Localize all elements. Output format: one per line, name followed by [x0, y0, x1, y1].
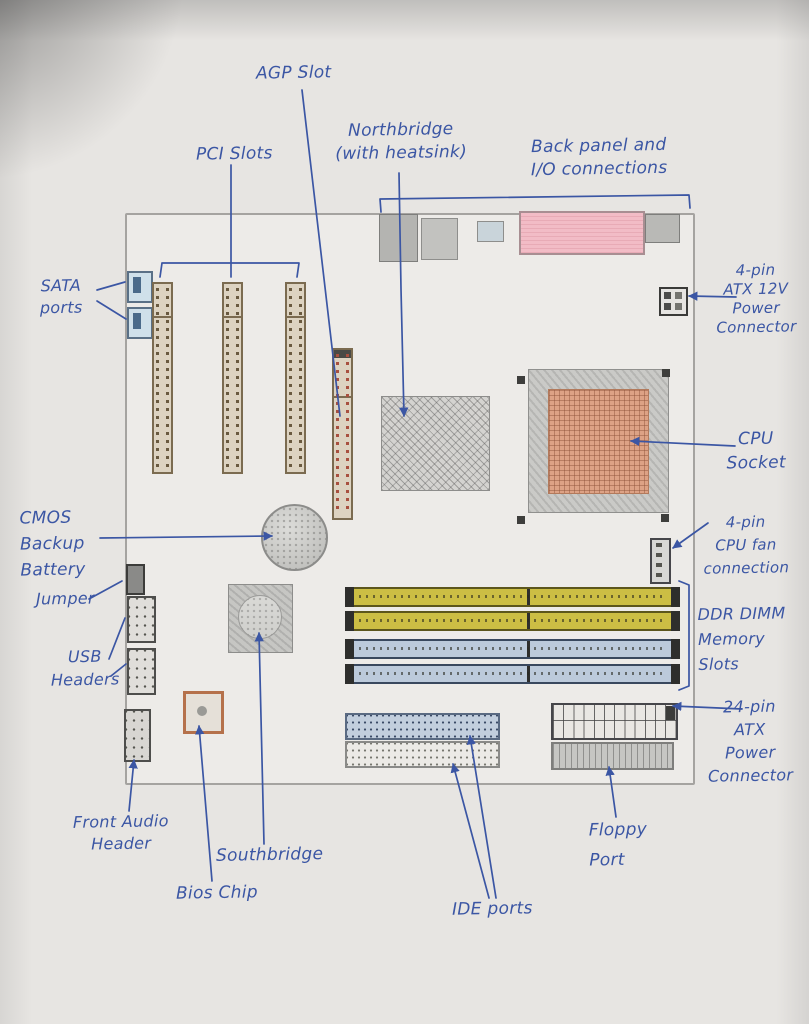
floppy-connector — [551, 742, 674, 770]
atx-24pin-connector — [551, 703, 678, 740]
label-northbridge: Northbridge (with heatsink) — [335, 119, 468, 165]
dimm-slot — [345, 587, 680, 607]
io-port-parallel — [519, 211, 645, 255]
label-cmos-battery: CMOS Backup Battery — [19, 507, 86, 581]
label-front-audio: Front Audio Header — [72, 811, 169, 854]
line-sata-2 — [96, 300, 127, 320]
jumper — [126, 564, 145, 595]
southbridge-chip — [228, 584, 293, 653]
io-port-usb — [477, 221, 504, 242]
label-cpu-fan: 4-pin CPU fan connection — [703, 512, 790, 578]
sata-port — [127, 307, 153, 339]
mounting-hole — [517, 376, 525, 384]
mounting-hole — [517, 516, 525, 524]
ide-port — [345, 713, 500, 740]
pci-slot — [152, 282, 173, 474]
bios-chip — [183, 691, 224, 734]
io-port-gray — [379, 214, 418, 262]
cpu-socket-inner — [548, 389, 649, 494]
agp-slot — [332, 348, 353, 520]
line-sata-1 — [96, 281, 126, 291]
label-southbridge: Southbridge — [215, 844, 324, 866]
line-backpanel-bracket — [379, 194, 691, 213]
pci-slot — [222, 282, 243, 474]
label-atx-12v: 4-pin ATX 12V Power Connector — [716, 260, 797, 337]
pci-slot — [285, 282, 306, 474]
label-atx-24pin: 24-pin ATX Power Connector — [707, 696, 794, 786]
cpu-socket — [528, 369, 669, 513]
label-floppy-port: Floppy Port — [588, 819, 648, 871]
label-ide-ports: IDE ports — [451, 898, 533, 920]
usb-header — [127, 648, 156, 695]
sata-port — [127, 271, 153, 303]
usb-header — [127, 596, 156, 643]
label-jumper: Jumper — [35, 588, 95, 609]
mounting-hole — [661, 514, 669, 522]
io-port-gray — [645, 214, 680, 243]
dimm-slot — [345, 611, 680, 631]
ide-port — [345, 741, 500, 768]
label-agp-slot: AGP Slot — [255, 62, 332, 84]
label-cpu-socket: CPU Socket — [726, 428, 787, 474]
atx-12v-connector — [659, 287, 688, 316]
label-sata-ports: SATA ports — [39, 275, 83, 318]
label-pci-slots: PCI Slots — [195, 143, 273, 165]
dimm-slot — [345, 639, 680, 659]
cmos-battery — [261, 504, 328, 571]
io-port-gray — [421, 218, 458, 260]
label-bios-chip: Bios Chip — [175, 882, 259, 904]
cpu-fan-connector — [650, 538, 671, 584]
mounting-hole — [662, 369, 670, 377]
dimm-slot — [345, 664, 680, 684]
label-dimm-slots: DDR DIMM Memory Slots — [697, 603, 786, 674]
front-audio-header — [124, 709, 151, 762]
northbridge-heatsink — [381, 396, 490, 491]
label-usb-headers: USB Headers — [50, 646, 120, 690]
label-back-panel: Back panel and I/O connections — [530, 134, 668, 181]
